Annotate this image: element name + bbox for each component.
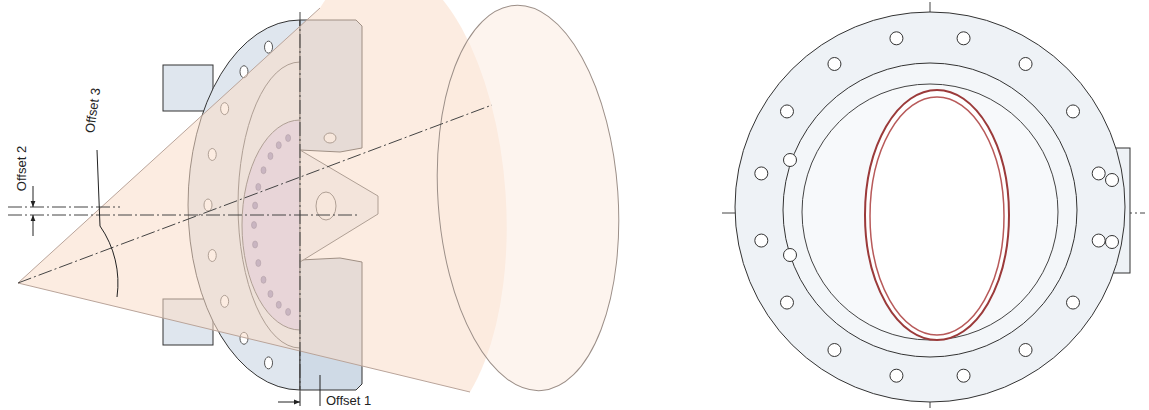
bolt-hole: [784, 249, 797, 262]
extension-line: [300, 392, 301, 406]
bolt-hole: [1019, 344, 1032, 357]
bolt-hole: [780, 296, 793, 309]
center-line: [8, 207, 120, 208]
bolt-hole: [755, 167, 768, 180]
bolt-holes: [755, 32, 1119, 382]
front-view: [735, 12, 1130, 402]
center-line: [300, 12, 301, 392]
bolt-hole: [755, 234, 768, 247]
cone-edge: [18, 283, 470, 392]
raised-face: [783, 63, 1077, 357]
bore-ring: [802, 84, 1058, 340]
dimension-label: Offset 3: [83, 87, 102, 134]
bolt-hole: [784, 154, 797, 167]
bolt-hole: [1067, 105, 1080, 118]
dimension-label: Offset 1: [326, 394, 371, 407]
bolt-hole: [1067, 296, 1080, 309]
dimension-label: Offset 2: [16, 145, 29, 190]
dimensions: [33, 150, 320, 406]
dimension-arrow: [33, 186, 34, 207]
seat-ring: [870, 97, 1004, 335]
bolt-hole: [890, 32, 903, 45]
bolt-hole: [1092, 167, 1105, 180]
center-lines: [8, 2, 1145, 408]
bolt-hole: [265, 41, 273, 53]
bolt-hole: [780, 105, 793, 118]
flange-lug: [163, 65, 213, 111]
bolt-hole: [265, 357, 273, 369]
bolt-hole: [1019, 57, 1032, 70]
extension-line: [320, 375, 321, 406]
bolt-hole: [828, 344, 841, 357]
bolt-hole: [957, 32, 970, 45]
cone-edge: [18, 8, 320, 283]
bolt-hole: [1092, 234, 1105, 247]
seat-cone: [18, 0, 507, 392]
bolt-hole: [828, 57, 841, 70]
flange-face: [735, 12, 1125, 402]
angle-arc: [100, 226, 118, 297]
bolt-hole: [957, 369, 970, 382]
bolt-hole: [890, 369, 903, 382]
dimension-arrow: [33, 215, 34, 236]
center-line: [8, 215, 360, 216]
bolt-hole: [1106, 174, 1119, 187]
leader-line: [97, 150, 100, 226]
dimension-arrow: [278, 402, 300, 403]
bolt-hole: [1106, 236, 1119, 249]
seat-ring: [865, 90, 1009, 340]
cone-base: [425, 0, 631, 397]
